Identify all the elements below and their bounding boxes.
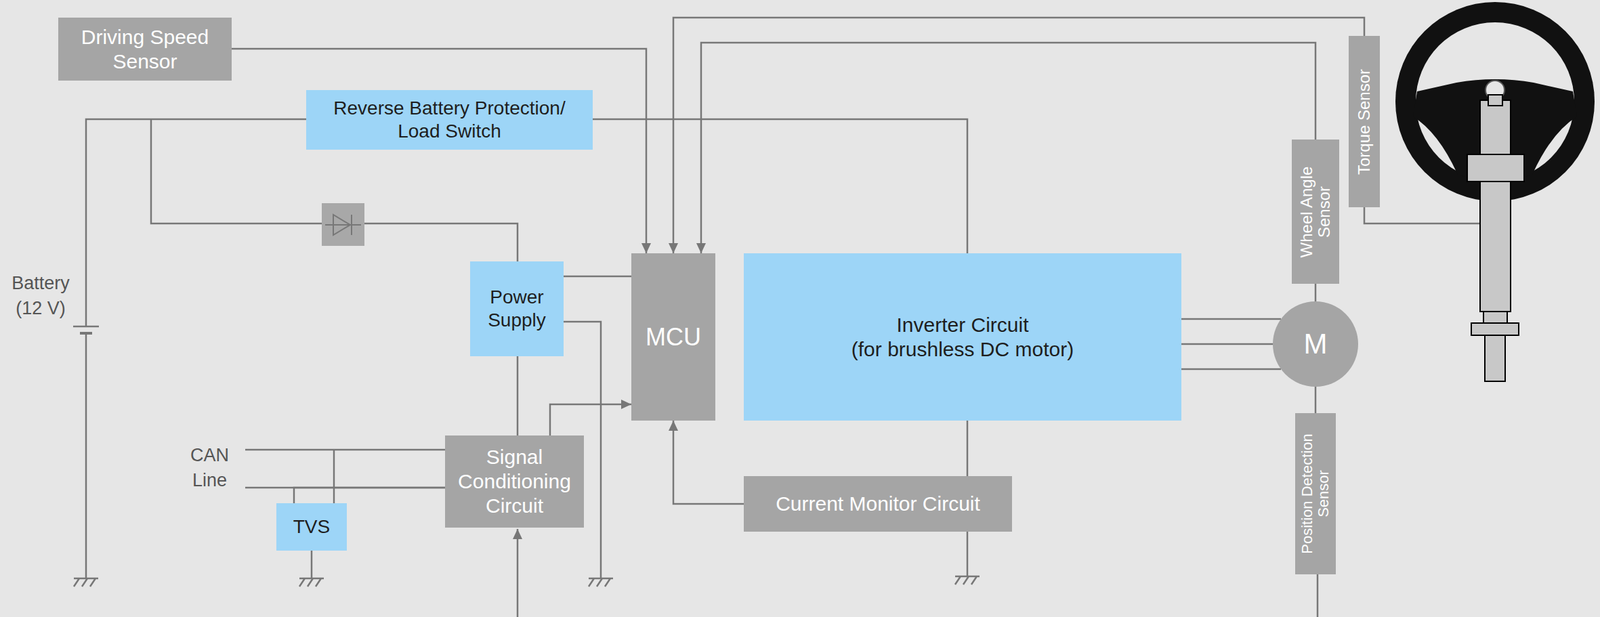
ground-symbol xyxy=(955,576,980,585)
steering-column xyxy=(1480,100,1511,312)
battery-ground-wire xyxy=(85,333,88,579)
position-sensor-wire xyxy=(1316,574,1319,617)
sensor-box: Wheel Angle Sensor xyxy=(1291,139,1340,284)
steering-wheel xyxy=(1395,2,1595,382)
connector xyxy=(1181,318,1281,321)
box-text: Driving Speed Sensor xyxy=(62,25,228,74)
connector xyxy=(293,487,446,504)
box-text: Wheel Angle Sensor xyxy=(1297,144,1334,280)
tvs-box: TVS xyxy=(276,503,347,551)
part-label: Battery (12 V) xyxy=(2,270,79,322)
connector xyxy=(1181,343,1273,346)
box-text: (for brushless DC motor) xyxy=(851,337,1074,362)
ground-symbols xyxy=(73,576,980,587)
wheel-rim xyxy=(1395,2,1595,202)
box-text: Torque Sensor xyxy=(1355,40,1374,203)
diode-symbol xyxy=(325,214,362,236)
column-top xyxy=(1488,94,1503,106)
box-text: Current Monitor Circuit xyxy=(775,491,981,517)
power-box: Power Supply xyxy=(470,261,564,357)
box-text: TVS xyxy=(293,515,330,539)
connector xyxy=(1181,368,1281,371)
column-flange xyxy=(1471,323,1519,336)
column-joint xyxy=(1483,311,1508,324)
connector xyxy=(563,275,632,278)
part-label: CAN Line xyxy=(177,443,242,494)
box-text: Inverter Circuit xyxy=(896,312,1029,338)
sensor-box: Torque Sensor xyxy=(1348,35,1380,208)
battery-plate-long xyxy=(73,325,99,328)
connector xyxy=(516,356,519,436)
box-text: MCU xyxy=(645,322,702,352)
box-text: Power Supply xyxy=(474,285,560,332)
can-high-wire xyxy=(245,449,446,452)
connector xyxy=(1314,283,1317,302)
box-text: Position Detection Sensor xyxy=(1299,417,1332,570)
box-text: Reverse Battery Protection/ Load Switch xyxy=(310,96,589,143)
column-shaft xyxy=(1484,335,1506,382)
monitor-ground-wire xyxy=(966,531,969,577)
connector xyxy=(592,119,968,254)
monitor-box: Current Monitor Circuit xyxy=(743,476,1013,532)
diode-branch-wire xyxy=(151,119,322,224)
inverter-box: Inverter Circuit(for brushless DC motor) xyxy=(743,253,1182,421)
battery-plate-short xyxy=(79,331,93,335)
connector xyxy=(1314,386,1317,414)
connector xyxy=(701,42,1316,254)
ground-symbol xyxy=(588,578,614,587)
sensor-box: Position Detection Sensor xyxy=(1295,413,1336,575)
connector xyxy=(673,420,744,504)
connector xyxy=(231,48,647,254)
tvs-ground-wire xyxy=(310,550,313,579)
protection-box: Reverse Battery Protection/ Load Switch xyxy=(306,90,593,150)
diode-box xyxy=(321,203,365,246)
torque-column-wire xyxy=(1364,207,1481,224)
ground-symbol xyxy=(299,578,324,587)
connector xyxy=(550,404,632,436)
connector xyxy=(966,420,969,477)
conditioning-box: Signal Conditioning Circuit xyxy=(445,435,584,528)
ground-symbol xyxy=(73,578,99,587)
motor-circle: M xyxy=(1272,301,1359,387)
box-text: Signal Conditioning Circuit xyxy=(449,445,580,519)
box-text: M xyxy=(1303,327,1328,362)
mcu-box: MCU xyxy=(631,253,716,421)
column-collar xyxy=(1467,154,1525,182)
tvs-lead xyxy=(333,449,336,504)
diode-out-wire xyxy=(364,223,518,262)
input-signal-wire xyxy=(516,529,519,617)
sensor-box: Driving Speed Sensor xyxy=(58,17,232,81)
connector xyxy=(673,17,1365,254)
